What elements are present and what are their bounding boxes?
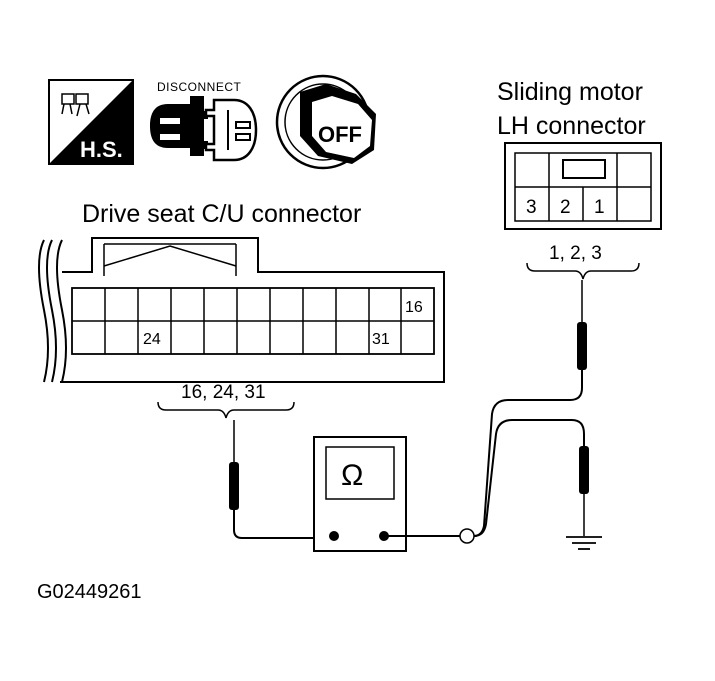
drive-seat-connector: Drive seat C/U connector 16 24 31 16, 24… — [38, 200, 445, 419]
drive-seat-pin-24: 24 — [143, 331, 161, 348]
sliding-motor-pin-2: 2 — [560, 197, 571, 218]
ground-icon — [566, 536, 602, 550]
drive-seat-pin-31: 31 — [372, 331, 390, 348]
ground-probe — [473, 419, 589, 537]
disconnect-icon: DISCONNECT — [150, 80, 258, 162]
sliding-motor-connector: Sliding motor LH connector 3 2 1 1, 2, 3 — [497, 78, 662, 280]
ohm-symbol: Ω — [341, 459, 363, 492]
right-test-probe — [473, 280, 587, 537]
meter-terminal-left — [329, 531, 339, 541]
disconnect-label: DISCONNECT — [157, 80, 242, 94]
drive-seat-title: Drive seat C/U connector — [82, 200, 361, 228]
sliding-motor-title-line1: Sliding motor — [497, 78, 643, 106]
drive-seat-pin-16: 16 — [405, 299, 423, 316]
sliding-motor-pin-3: 3 — [526, 197, 537, 218]
figure-code: G02449261 — [37, 581, 142, 603]
harness-side-icon: H.S. — [48, 79, 134, 165]
sliding-motor-pin-1: 1 — [594, 197, 605, 218]
ignition-off-label: OFF — [318, 122, 362, 147]
wire-junction — [459, 528, 475, 544]
left-test-probe — [229, 420, 314, 539]
ignition-off-icon: OFF — [275, 74, 376, 170]
sliding-motor-probe-label: 1, 2, 3 — [549, 243, 602, 264]
hs-label: H.S. — [80, 137, 123, 162]
drive-seat-probe-label: 16, 24, 31 — [181, 382, 266, 403]
sliding-motor-title-line2: LH connector — [497, 112, 646, 140]
ohmmeter: Ω — [313, 436, 460, 552]
